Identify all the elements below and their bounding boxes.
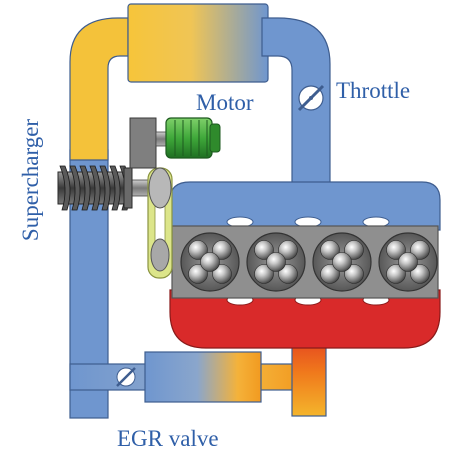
valve-head <box>410 240 430 260</box>
valve-head <box>332 252 352 272</box>
valve-head <box>212 240 232 260</box>
valve-head <box>386 240 406 260</box>
valve-head <box>320 240 340 260</box>
throttle-label: Throttle <box>336 78 410 103</box>
egr-cooler <box>144 351 262 403</box>
valve-head <box>266 252 286 272</box>
throttle-valve <box>297 84 325 112</box>
intake-ports <box>226 216 390 228</box>
valve-head <box>278 264 298 284</box>
supercharger-label: Supercharger <box>18 119 43 242</box>
motor-label: Motor <box>196 90 254 115</box>
valve-head <box>320 264 340 284</box>
valve-head <box>254 264 274 284</box>
screw-thread <box>79 165 91 211</box>
motor-mount <box>129 117 157 169</box>
supercharger-screw-rotor <box>57 165 133 211</box>
valve-head <box>212 264 232 284</box>
left-charged-pipe <box>69 17 136 161</box>
screw-thread <box>89 165 101 211</box>
valve-head <box>398 252 418 272</box>
cylinder-group <box>180 232 438 292</box>
valve-head <box>344 264 364 284</box>
screw-thread <box>69 165 81 211</box>
valve-head <box>188 264 208 284</box>
screw-thread <box>59 165 71 211</box>
electric-motor <box>129 117 221 169</box>
screw-thread <box>99 165 111 211</box>
supercharger-pulley <box>148 167 172 209</box>
motor-fins <box>174 120 208 156</box>
crank-pulley <box>150 238 170 272</box>
egr-valve <box>116 367 136 387</box>
supercharger-unit <box>57 165 159 211</box>
motor-body <box>165 117 213 159</box>
screw-flange <box>123 167 133 209</box>
valve-head <box>200 252 220 272</box>
valve-head <box>278 240 298 260</box>
valve-head <box>254 240 274 260</box>
valve-head <box>386 264 406 284</box>
valve-head <box>188 240 208 260</box>
intake-pipe-system <box>69 3 331 419</box>
motor-endcap <box>209 123 221 153</box>
egr-valve-label: EGR valve <box>117 426 219 451</box>
screw-thread <box>109 165 121 211</box>
intercooler-housing <box>127 3 269 83</box>
belt-drive <box>147 167 173 279</box>
valve-head <box>344 240 364 260</box>
valve-head <box>410 264 430 284</box>
